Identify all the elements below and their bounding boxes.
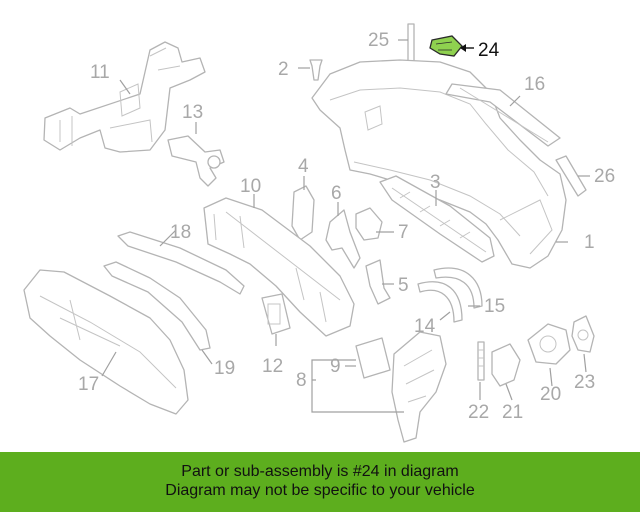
part-18-strip[interactable]	[117, 231, 245, 295]
part-21-bracket[interactable]	[491, 343, 521, 387]
part-20-housing[interactable]	[527, 323, 571, 365]
part-16-step-strip[interactable]	[445, 83, 561, 147]
callout-24: 24	[478, 40, 500, 61]
part-22-bolt[interactable]	[477, 341, 485, 381]
callout-6: 6	[331, 183, 342, 204]
part-2-clip[interactable]	[309, 59, 323, 81]
callout-13: 13	[182, 102, 203, 123]
callout-23: 23	[574, 372, 595, 393]
part-23-cap[interactable]	[571, 315, 595, 353]
callout-8: 8	[296, 370, 307, 391]
part-17-underbody-panel[interactable]	[23, 269, 189, 415]
part-9-plate[interactable]	[355, 337, 391, 379]
callout-5: 5	[398, 275, 409, 296]
part-11-tow-hitch[interactable]	[43, 41, 206, 153]
part-3-absorber[interactable]	[379, 175, 495, 263]
part-13-hitch-ball[interactable]	[167, 135, 225, 187]
part-15-arch[interactable]	[433, 267, 483, 309]
callout-1: 1	[584, 232, 595, 253]
callout-19: 19	[214, 358, 235, 379]
callout-17: 17	[78, 374, 99, 395]
callout-10: 10	[240, 176, 261, 197]
part-7-bracket[interactable]	[355, 207, 383, 241]
callout-16: 16	[524, 74, 545, 95]
banner-disclaimer-text: Diagram may not be specific to your vehi…	[165, 482, 475, 499]
callout-20: 20	[540, 384, 561, 405]
callout-14: 14	[414, 316, 436, 337]
part-25-strip[interactable]	[407, 23, 415, 63]
part-26-trim[interactable]	[555, 155, 587, 197]
part-info-banner: Part or sub-assembly is #24 in diagram D…	[0, 452, 640, 512]
callout-7: 7	[398, 222, 409, 243]
callout-18: 18	[170, 222, 191, 243]
callout-21: 21	[502, 402, 523, 423]
part-19-strip[interactable]	[103, 261, 211, 351]
part-14-arch[interactable]	[417, 281, 463, 323]
part-4-bracket[interactable]	[291, 185, 315, 241]
callout-15: 15	[484, 296, 505, 317]
callout-3: 3	[430, 172, 441, 193]
callout-2: 2	[278, 59, 289, 80]
callout-25: 25	[368, 30, 389, 51]
callout-11: 11	[90, 62, 110, 83]
callout-22: 22	[468, 402, 489, 423]
part-10-reinforcement[interactable]	[203, 197, 355, 337]
leader-lines	[101, 39, 590, 413]
parts-diagram: 1 2 3 4 5 6 7 8 9 10 11 12 13 14 15 16 1…	[23, 23, 615, 443]
callout-9: 9	[330, 356, 341, 377]
part-8-mount-bracket[interactable]	[391, 331, 447, 443]
callout-26: 26	[594, 166, 615, 187]
callout-12: 12	[262, 356, 283, 377]
part-6-bracket[interactable]	[325, 209, 361, 269]
part-12-bracket[interactable]	[261, 293, 291, 335]
part-5-bracket[interactable]	[365, 259, 391, 305]
banner-part-text: Part or sub-assembly is #24 in diagram	[181, 463, 459, 480]
callout-4: 4	[298, 156, 309, 177]
part-24-bracket-highlighted[interactable]	[429, 35, 463, 57]
part-1-bumper-cover[interactable]	[311, 59, 567, 269]
